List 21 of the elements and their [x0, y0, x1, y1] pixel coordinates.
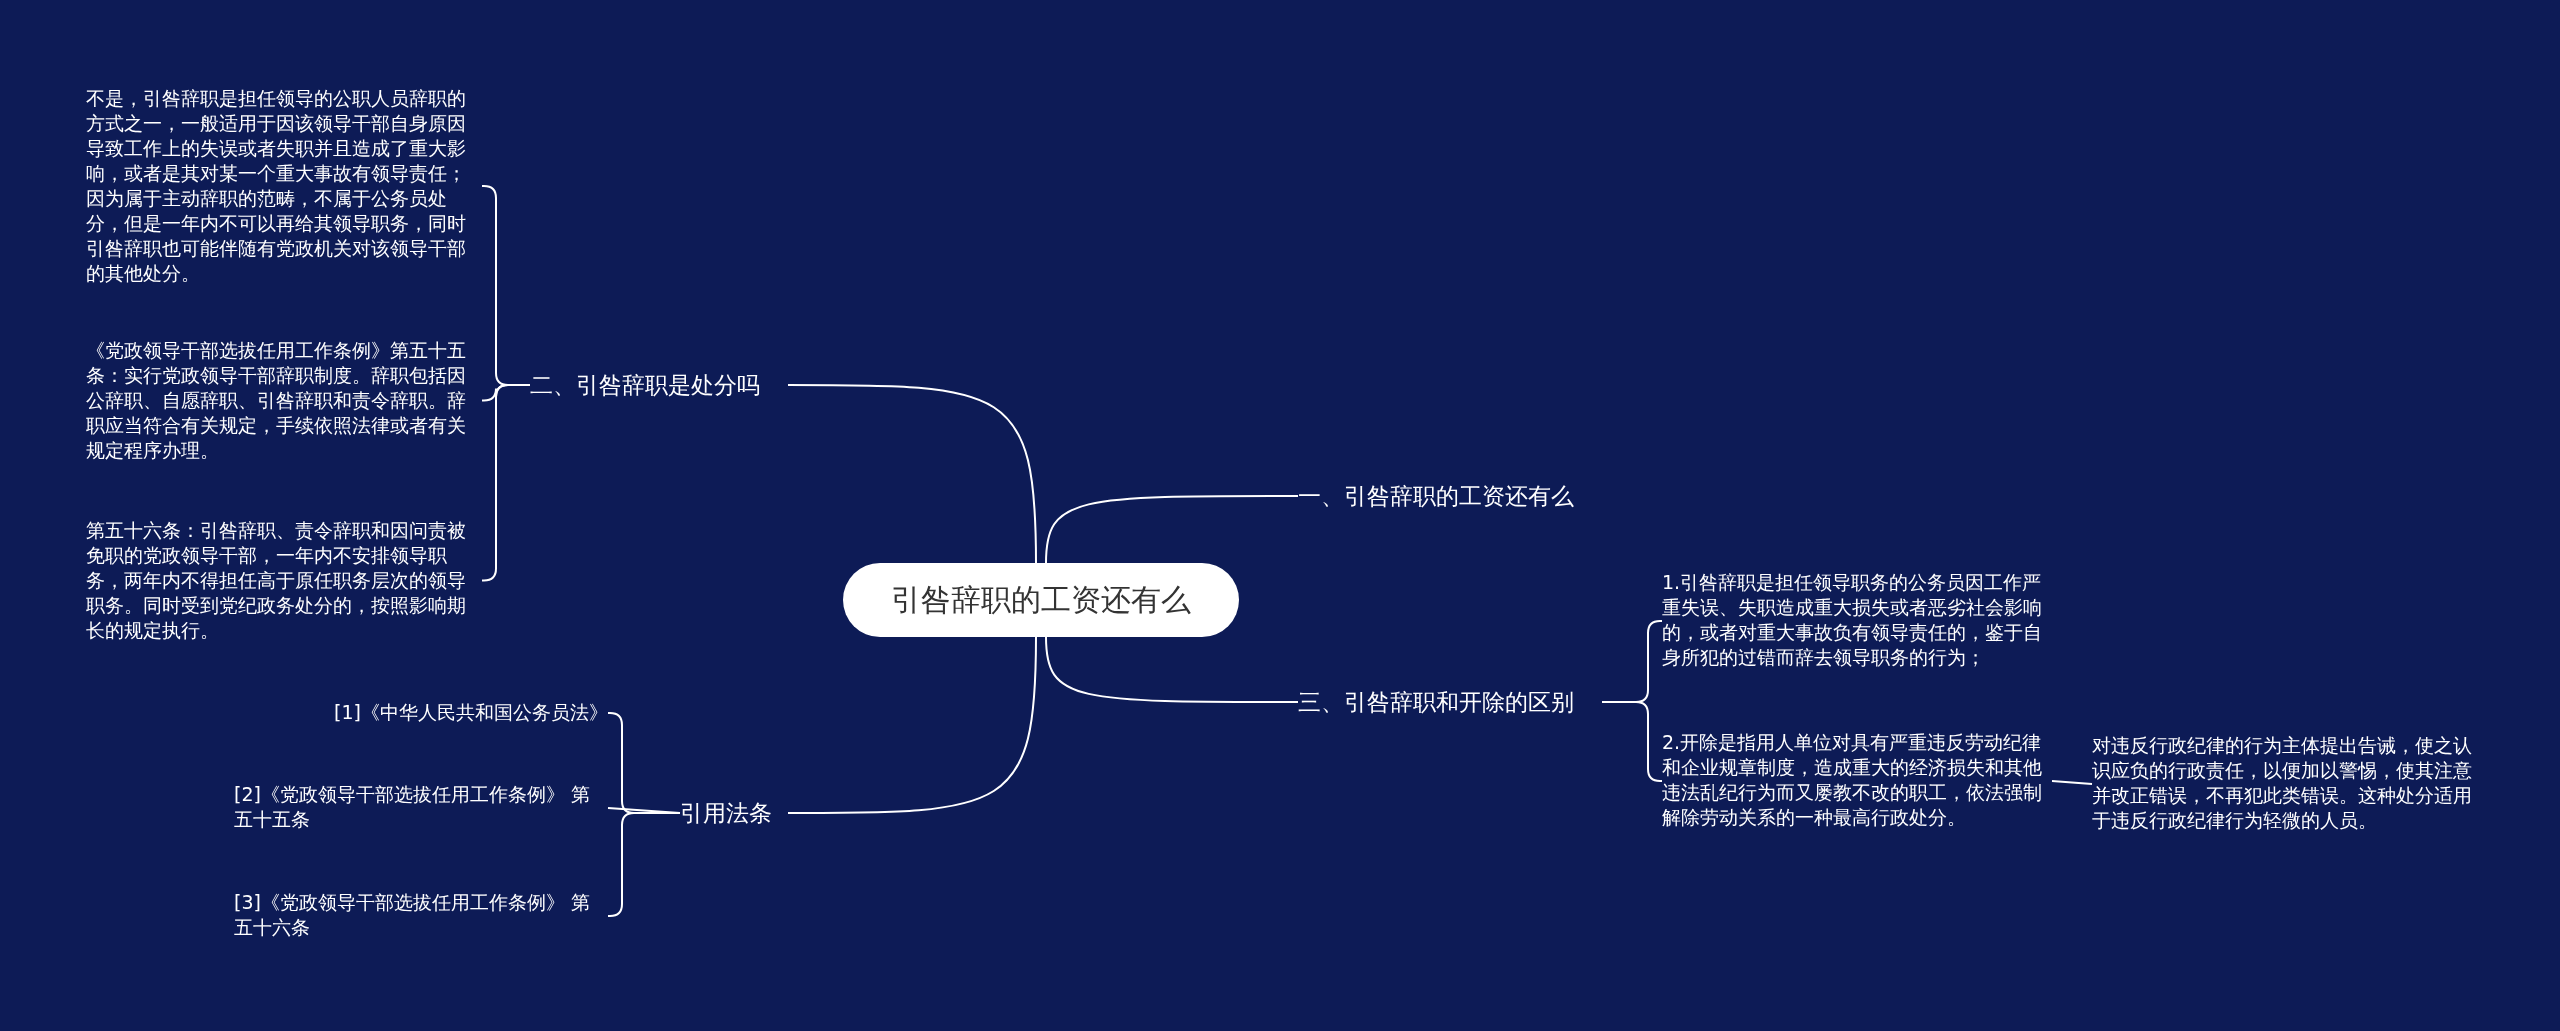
- connector-line: [787, 636, 1037, 814]
- branch-label: 引用法条: [680, 796, 788, 830]
- connector-line: [1601, 701, 1663, 782]
- branch-label: 二、引咎辞职是处分吗: [530, 368, 788, 402]
- connector-line: [1045, 636, 1299, 703]
- note-text: 第五十六条：引咎辞职、责令辞职和因问责被免职的党政领导干部，一年内不安排领导职务，两年内不得担任高于原任职务层次的领导职务。同时受到党纪政务处分的，按照影响期长的规定执行。: [86, 518, 482, 643]
- citation-text: [2]《党政领导干部选拔任用工作条例》 第五十五条: [234, 782, 608, 834]
- note-text: 2.开除是指用人单位对具有严重违反劳动纪律和企业规章制度，造成重大的经济损失和其他违法乱纪行为而又屡教不改的职工，依法强制解除劳动关系的一种最高行政处分。: [1662, 730, 2052, 832]
- note-text: 1.引咎辞职是担任领导职务的公务员因工作严重失误、失职造成重大损失或者恶劣社会影响的，或者对重大事故负有领导责任的，鉴于自身所犯的过错而辞去领导职务的行为；: [1662, 570, 2052, 672]
- note-text: 《党政领导干部选拔任用工作条例》第五十五条：实行党政领导干部辞职制度。辞职包括因公辞职、自愿辞职、引咎辞职和责令辞职。辞职应当符合有关规定，手续依照法律或者有关规定程序办理。: [86, 338, 482, 463]
- citation-text: [3]《党政领导干部选拔任用工作条例》 第五十六条: [234, 890, 608, 942]
- branch-label: 三、引咎辞职和开除的区别: [1298, 685, 1602, 719]
- central-topic-pill: 引咎辞职的工资还有么: [843, 563, 1239, 637]
- note-text: 对违反行政纪律的行为主体提出告诫，使之认识应负的行政责任，以便加以警惕，使其注意并改正错误，不再犯此类错误。这种处分适用于违反行政纪律行为轻微的人员。: [2092, 733, 2484, 835]
- branch-label: 一、引咎辞职的工资还有么: [1298, 479, 1602, 513]
- note-text: 不是，引咎辞职是担任领导的公职人员辞职的方式之一，一般适用于因该领导干部自身原因导致工作上的失误或者失职并且造成了重大影响，或者是其对某一个重大事故有领导责任；因为属于主动辞职的范畴，不属于公务员处分，但是一年内不可以再给其领导职务，同时引咎辞职也可能伴随有党政机关对该领导干部的其他处分。: [86, 86, 482, 286]
- connector-line: [2051, 780, 2093, 785]
- citation-text: [1]《中华人民共和国公务员法》: [330, 700, 608, 726]
- connector-line: [1045, 495, 1299, 564]
- connector-line: [481, 384, 531, 582]
- connector-line: [787, 384, 1037, 564]
